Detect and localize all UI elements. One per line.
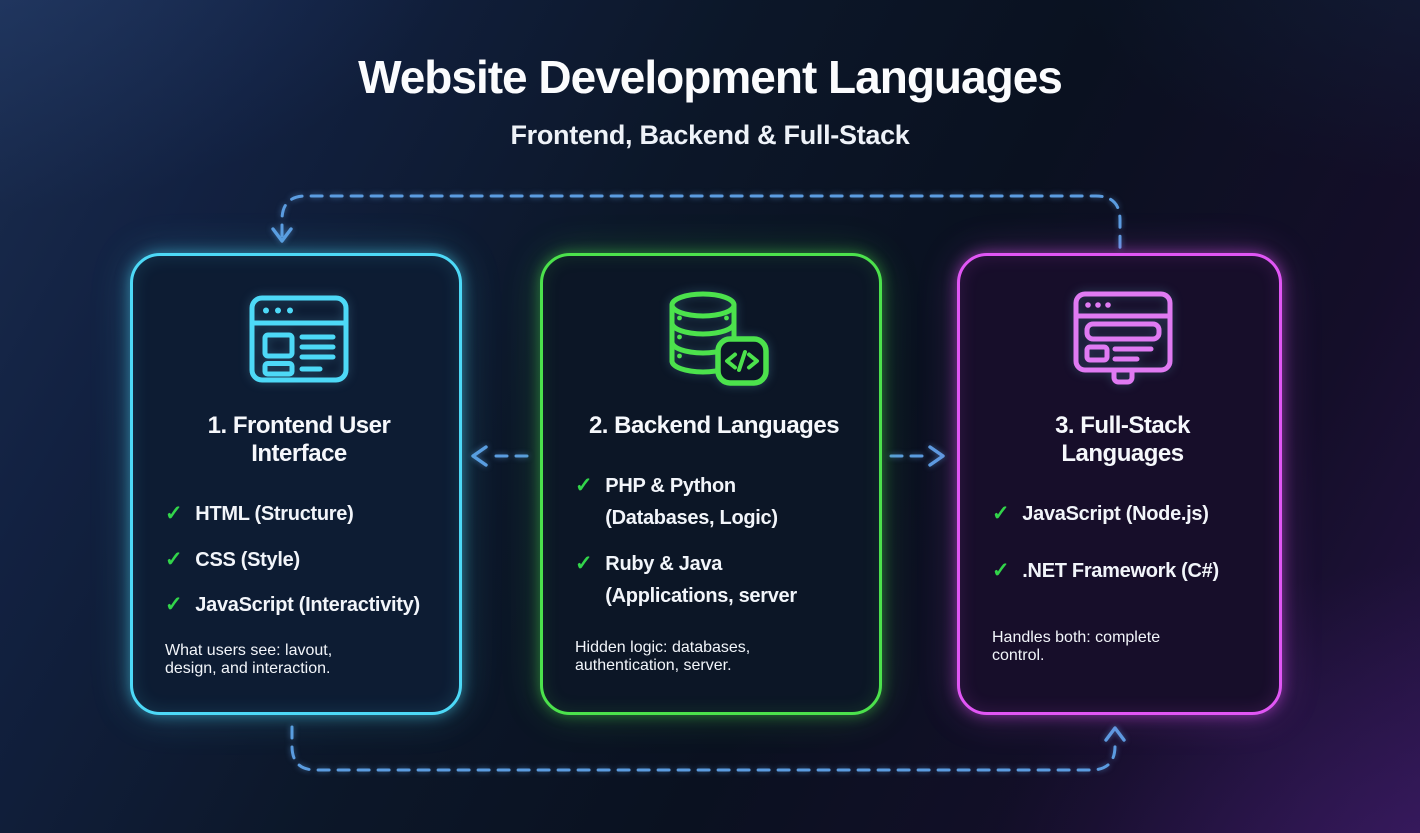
check-icon: ✓ — [992, 502, 1010, 525]
card-list: ✓ JavaScript (Node.js) ✓ .NET Framework … — [992, 498, 1253, 587]
item-label: Ruby & Java — [605, 552, 723, 575]
list-item: ✓ JavaScript (Interactivity) — [165, 589, 433, 622]
item-label: JavaScript (Interactivity) — [195, 594, 420, 617]
list-item: ✓ CSS (Style) — [165, 544, 433, 577]
card-title: 2. Backend Languages — [588, 412, 840, 439]
footer-line: Handles both: complete — [992, 629, 1161, 647]
page-subtitle: Frontend, Backend & Full-Stack — [510, 120, 910, 150]
top-loop-connector — [280, 194, 1122, 250]
arrow-right-icon — [928, 445, 945, 467]
card-list: ✓ PHP & Python (Databases, Logic) ✓ Ruby… — [575, 470, 853, 613]
list-item: ✓ Ruby & Java (Applications, server — [575, 548, 853, 613]
check-icon: ✓ — [575, 474, 593, 497]
card-list: ✓ HTML (Structure) ✓ CSS (Style) ✓ JavaS… — [165, 498, 433, 622]
item-label: .NET Framework (C#) — [1022, 559, 1219, 582]
item-sublabel: (Applications, server — [605, 585, 797, 608]
footer-line: Hidden logic: databases, — [575, 638, 751, 656]
footer-line: design, and interaction. — [165, 659, 331, 677]
card-title: 3. Full-Stack Languages — [1055, 412, 1190, 467]
arrow-left-icon — [471, 445, 488, 467]
arrow-down-icon — [271, 227, 293, 243]
arrow-up-icon — [1104, 726, 1126, 742]
list-item: ✓ .NET Framework (C#) — [992, 555, 1253, 588]
footer-line: control. — [992, 647, 1045, 665]
item-label: PHP & Python — [605, 475, 736, 497]
check-icon: ✓ — [575, 551, 593, 575]
list-item: ✓ JavaScript (Node.js) — [992, 498, 1253, 531]
bottom-loop-connector — [290, 725, 1117, 772]
database-code-icon — [575, 290, 853, 388]
header: Website Development Languages Frontend, … — [0, 50, 1420, 151]
check-icon: ✓ — [992, 558, 1010, 582]
item-label: CSS (Style) — [195, 548, 300, 571]
check-icon: ✓ — [165, 593, 183, 617]
footer-line: authentication, server. — [575, 656, 732, 674]
page-title: Website Development Languages — [358, 51, 1063, 103]
card-backend: 2. Backend Languages ✓ PHP & Python (Dat… — [540, 253, 882, 715]
card-title: 1. Frontend User Interface — [207, 412, 391, 467]
card-frontend: 1. Frontend User Interface ✓ HTML (Struc… — [130, 253, 462, 715]
check-icon: ✓ — [165, 502, 183, 525]
browser-window-icon — [165, 290, 433, 388]
list-item: ✓ HTML (Structure) — [165, 498, 433, 531]
list-item: ✓ PHP & Python (Databases, Logic) — [575, 470, 853, 535]
item-sublabel: (Databases, Logic) — [605, 507, 778, 530]
item-label: HTML (Structure) — [195, 503, 354, 525]
item-label: JavaScript (Node.js) — [1022, 503, 1209, 525]
footer-line: What users see: lavout, — [165, 641, 333, 659]
card-fullstack: 3. Full-Stack Languages ✓ JavaScript (No… — [957, 253, 1282, 715]
monitor-browser-icon — [992, 290, 1253, 388]
check-icon: ✓ — [165, 547, 183, 571]
